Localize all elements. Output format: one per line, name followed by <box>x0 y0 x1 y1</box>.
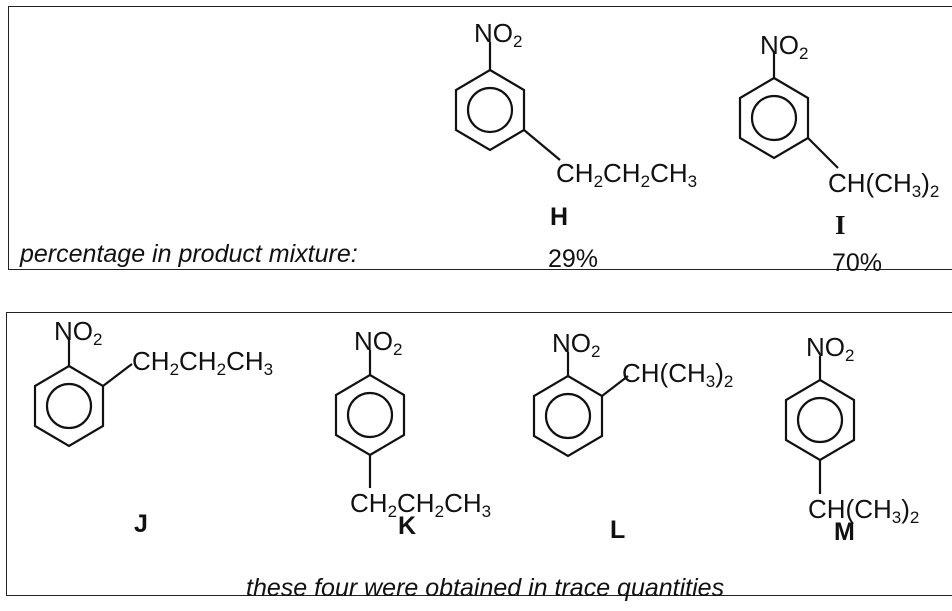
compound-label-k: K <box>398 512 417 540</box>
compound-label-m: M <box>834 518 855 546</box>
top-panel <box>8 6 952 270</box>
isopropyl-label-i: CH(CH3)2 <box>828 168 940 201</box>
bottom-panel <box>6 312 952 596</box>
percent-i: 70% <box>832 249 883 277</box>
ring-j <box>33 340 133 448</box>
percent-h: 29% <box>548 245 599 273</box>
nitro-label-l: NO2 <box>552 328 601 361</box>
nitro-label-k: NO2 <box>354 326 403 359</box>
isopropyl-label-m: CH(CH3)2 <box>808 494 920 527</box>
nitro-label-j: NO2 <box>54 316 103 349</box>
compound-label-j: J <box>134 510 148 538</box>
compound-label-l: L <box>610 516 626 544</box>
ring-h <box>454 42 561 161</box>
ring-m <box>784 356 856 494</box>
nitro-label-m: NO2 <box>806 332 855 365</box>
nitro-label-h: NO2 <box>474 18 523 51</box>
trace-caption: these four were obtained in trace quanti… <box>246 574 725 602</box>
propyl-label-k: CH2CH2CH3 <box>350 488 492 521</box>
nitro-label-i: NO2 <box>760 30 809 63</box>
ring-i <box>738 52 839 169</box>
isopropyl-label-l: CH(CH3)2 <box>622 358 734 391</box>
propyl-label-j: CH2CH2CH3 <box>132 346 274 379</box>
percentage-caption: percentage in product mixture: <box>20 240 358 268</box>
ring-l <box>532 352 629 458</box>
propyl-label-h: CH2CH2CH3 <box>556 158 698 191</box>
compound-label-h: H <box>550 203 569 231</box>
compound-label-i: I <box>835 210 846 240</box>
ring-k <box>334 350 406 488</box>
